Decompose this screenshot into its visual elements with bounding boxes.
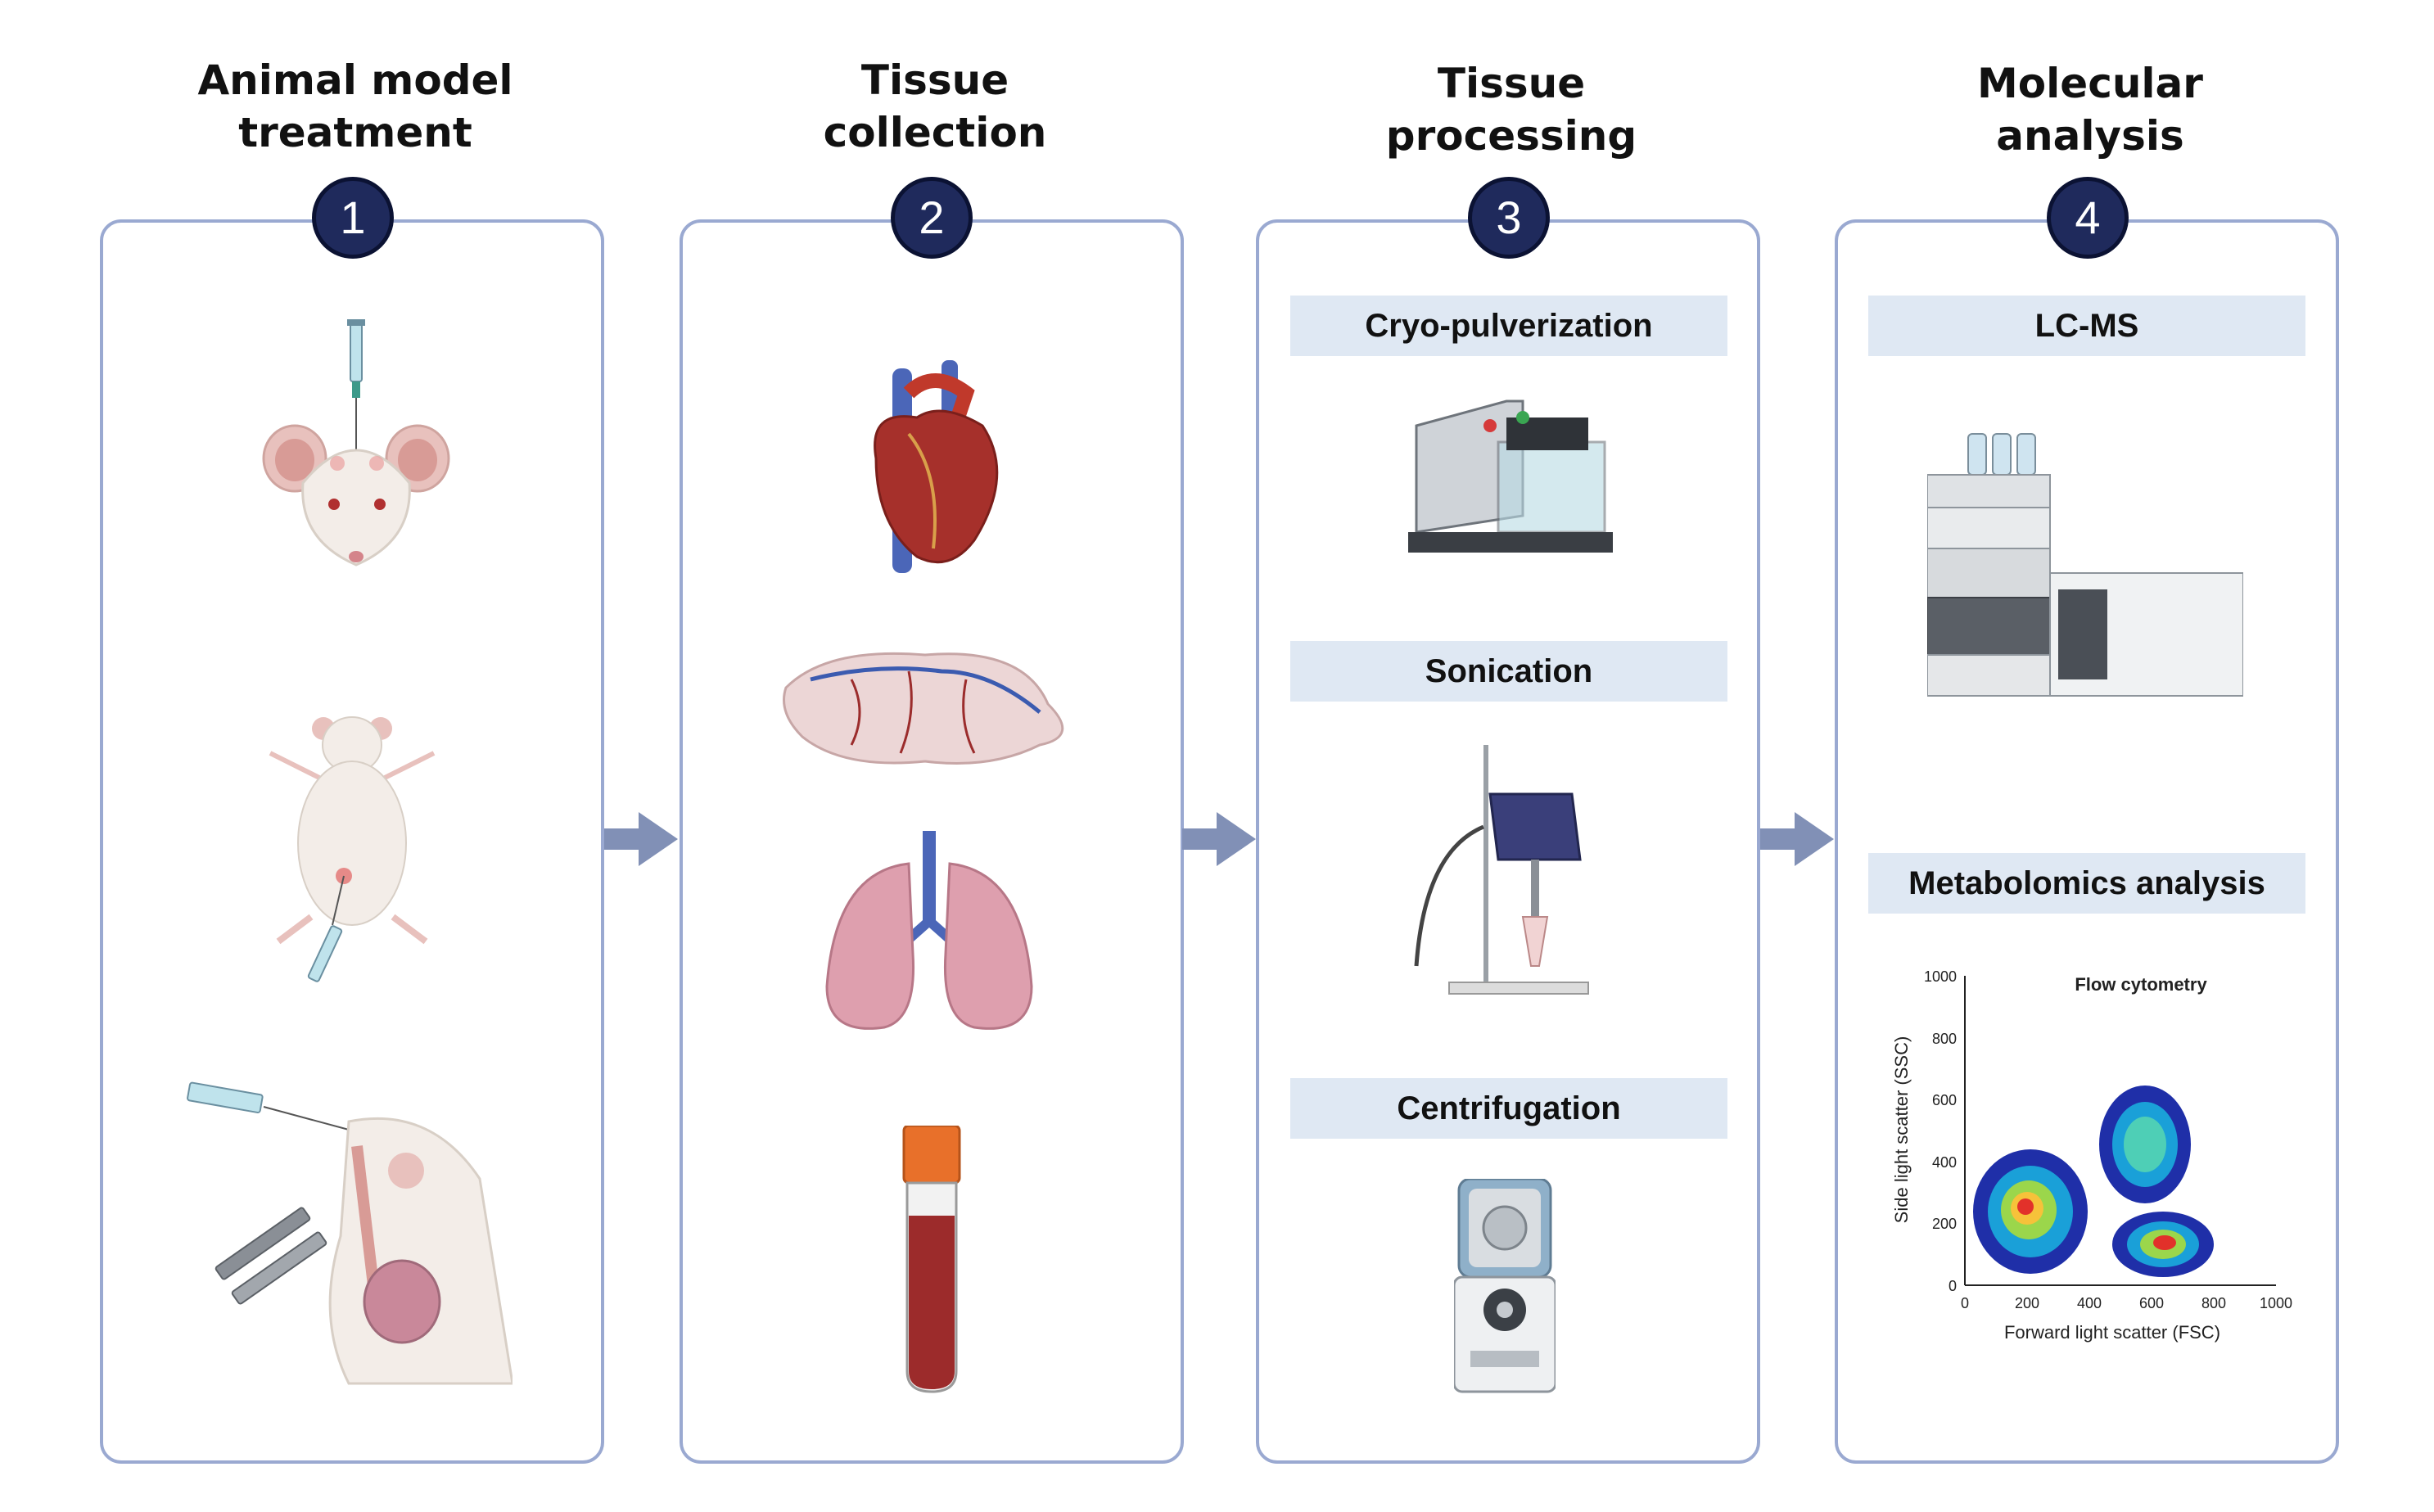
heart-icon bbox=[874, 360, 999, 573]
centrifuge-icon bbox=[1454, 1179, 1556, 1393]
x-axis-label: Forward light scatter (FSC) bbox=[2004, 1322, 2220, 1343]
arrow-right-icon bbox=[1182, 812, 1256, 866]
step-4-title: Molecular analysis bbox=[1841, 57, 2339, 162]
population-cluster bbox=[2099, 1085, 2191, 1203]
step-3-title-line2: processing bbox=[1385, 112, 1637, 160]
label-sonication: Sonication bbox=[1290, 641, 1727, 702]
population-cluster bbox=[2112, 1212, 2214, 1277]
x-tick-label: 0 bbox=[1961, 1295, 1969, 1311]
step-3-title: Tissue processing bbox=[1262, 57, 1760, 162]
y-axis-label: Side light scatter (SSC) bbox=[1891, 1036, 1912, 1224]
lungs-icon bbox=[825, 831, 1033, 1030]
step-2-title-line2: collection bbox=[823, 109, 1047, 156]
label-cryo-pulverization: Cryo-pulverization bbox=[1290, 296, 1727, 356]
step-1-title: Animal model treatment bbox=[106, 54, 604, 159]
sonicator-icon bbox=[1414, 745, 1589, 995]
step-2-title-line1: Tissue bbox=[860, 56, 1009, 104]
step-2-title: Tissue collection bbox=[686, 54, 1184, 159]
arrow-right-icon bbox=[604, 812, 678, 866]
population-cluster bbox=[1973, 1149, 2088, 1274]
lc-ms-instrument-icon bbox=[1927, 433, 2243, 697]
step-1-title-line1: Animal model bbox=[197, 56, 513, 104]
mouse-surgery-icon bbox=[187, 1081, 513, 1385]
blood-tube-icon bbox=[902, 1126, 961, 1393]
x-tick-label: 400 bbox=[2077, 1295, 2102, 1311]
mouse-body-injection-icon bbox=[269, 716, 436, 982]
panel-molecular-analysis bbox=[1835, 219, 2339, 1464]
y-tick-label: 600 bbox=[1932, 1092, 1957, 1108]
step-4-title-line1: Molecular bbox=[1977, 60, 2203, 107]
label-centrifugation: Centrifugation bbox=[1290, 1078, 1727, 1139]
y-tick-label: 800 bbox=[1932, 1031, 1957, 1047]
x-tick-label: 600 bbox=[2139, 1295, 2164, 1311]
cryo-mill-icon bbox=[1408, 399, 1613, 553]
step-3-title-line1: Tissue bbox=[1437, 60, 1586, 107]
y-tick-label: 0 bbox=[1949, 1278, 1957, 1294]
step-1-title-line2: treatment bbox=[238, 109, 472, 156]
label-lc-ms: LC-MS bbox=[1868, 296, 2305, 356]
step-2-badge: 2 bbox=[891, 177, 973, 259]
y-tick-label: 1000 bbox=[1924, 968, 1957, 985]
brain-icon bbox=[783, 652, 1064, 765]
flow-plot-title: Flow cytometry bbox=[2075, 974, 2207, 995]
step-1-badge: 1 bbox=[312, 177, 394, 259]
y-tick-label: 200 bbox=[1932, 1216, 1957, 1232]
label-metabolomics-analysis: Metabolomics analysis bbox=[1868, 853, 2305, 914]
y-tick-label: 400 bbox=[1932, 1154, 1957, 1171]
x-tick-label: 800 bbox=[2201, 1295, 2226, 1311]
x-tick-label: 1000 bbox=[2260, 1295, 2292, 1311]
step-3-badge: 3 bbox=[1468, 177, 1550, 259]
x-tick-label: 200 bbox=[2015, 1295, 2039, 1311]
arrow-right-icon bbox=[1760, 812, 1834, 866]
step-4-badge: 4 bbox=[2047, 177, 2129, 259]
mouse-head-injection-icon bbox=[262, 319, 450, 566]
flow-cytometry-plot: Flow cytometry 0 200 400 600 800 1000 0 … bbox=[1891, 968, 2292, 1343]
step-4-title-line2: analysis bbox=[1996, 112, 2184, 160]
